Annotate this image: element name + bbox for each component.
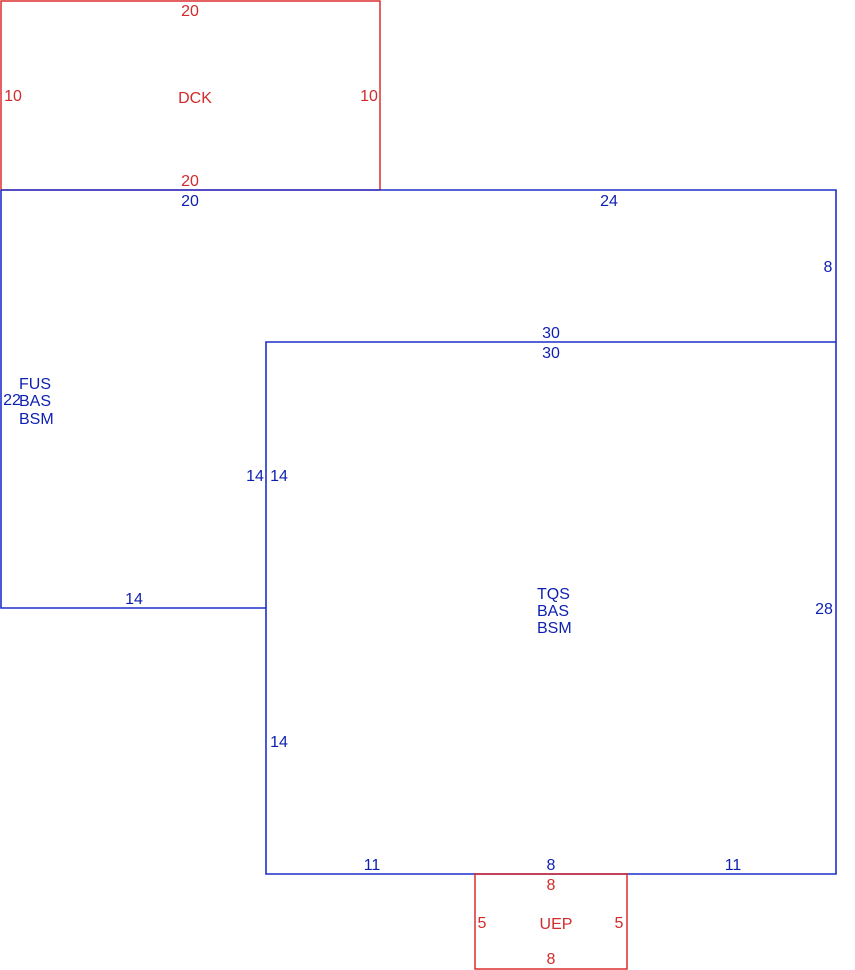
fus-area-label-1: FUS — [19, 376, 51, 393]
uep-outline — [474, 873, 628, 970]
tqs-dim-inner-top-a: 30 — [542, 325, 560, 342]
fus-dim-top: 20 — [181, 193, 199, 210]
tqs-dim-bottom-left: 11 — [364, 857, 381, 874]
tqs-area-label-2: BAS — [537, 603, 569, 620]
dck-dim-left: 10 — [4, 88, 22, 105]
tqs-area-label-1: TQS — [537, 586, 570, 603]
main-structure-outline — [0, 189, 837, 875]
tqs-area-label-3: BSM — [537, 620, 572, 637]
tqs-dim-right-upper: 8 — [824, 259, 833, 276]
fus-area-label-2: BAS — [19, 393, 51, 410]
fus-dim-left: 22 — [3, 392, 21, 409]
fus-area-label-3: BSM — [19, 411, 54, 428]
uep-dim-bottom: 8 — [547, 951, 556, 968]
dck-dim-bottom: 20 — [181, 173, 199, 190]
uep-dim-right: 5 — [615, 915, 624, 932]
dck-area-label: DCK — [178, 90, 212, 107]
tqs-dim-bottom-mid: 8 — [547, 857, 556, 874]
tqs-dim-inner-left: 14 — [270, 468, 288, 485]
tqs-dim-right: 28 — [815, 601, 833, 618]
tqs-dim-inner-top-b: 30 — [542, 345, 560, 362]
tqs-dim-top-outer: 24 — [600, 193, 618, 210]
fus-dim-bottom: 14 — [125, 591, 143, 608]
tqs-inner-boundary — [265, 341, 836, 608]
dck-dim-right: 10 — [360, 88, 378, 105]
uep-dim-top: 8 — [547, 877, 556, 894]
dck-dim-top: 20 — [181, 3, 199, 20]
tqs-dim-bottom-right: 11 — [725, 857, 742, 874]
fus-dim-inner-right: 14 — [246, 468, 264, 485]
tqs-dim-left-lower: 14 — [270, 734, 288, 751]
uep-dim-left: 5 — [478, 915, 487, 932]
uep-area-label: UEP — [540, 916, 573, 933]
